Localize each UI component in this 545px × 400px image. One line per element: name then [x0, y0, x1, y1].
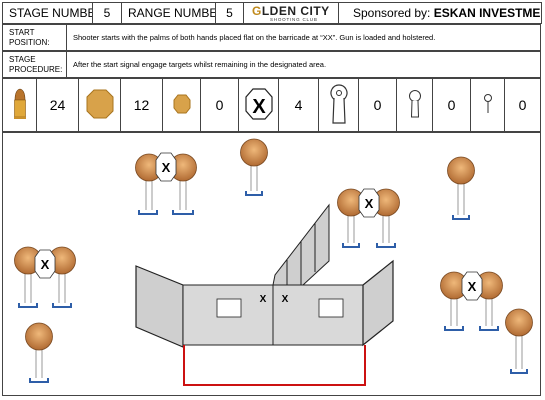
- small-steel-plate-icon: [162, 78, 201, 132]
- start-position-text: Shooter starts with the palms of both ha…: [66, 24, 541, 51]
- large-steel-plate-count: 12: [120, 78, 163, 132]
- medium-popper-count: 0: [432, 78, 471, 132]
- sponsor-label: Sponsored by:: [353, 6, 431, 20]
- target-count-table: 24 12 0 X 4: [2, 78, 541, 132]
- stage-procedure-row: STAGE PROCEDURE: After the start signal …: [2, 51, 541, 78]
- stage-diagram-drawing: X X: [14, 138, 533, 386]
- barricade-port: [216, 298, 242, 318]
- barricade-port: [318, 298, 344, 318]
- stage-procedure-text: After the start signal engage targets wh…: [66, 51, 541, 78]
- sponsor-name: ESKAN INVESTMENTS: [433, 6, 541, 20]
- target-array-a: X: [135, 152, 197, 215]
- club-logo: GLDEN CITY SHOOTING CLUB: [243, 2, 339, 24]
- no-shoot-target: [155, 152, 177, 182]
- start-mark-left: X: [260, 294, 267, 305]
- svg-text:X: X: [252, 96, 266, 118]
- small-popper-icon: [470, 78, 505, 132]
- small-popper-count: 0: [504, 78, 541, 132]
- target-single-right-top: [447, 156, 475, 220]
- no-shoot-target: [461, 271, 483, 301]
- no-shoot-count: 4: [278, 78, 319, 132]
- medium-popper-icon: [396, 78, 433, 132]
- stage-diagram: X X: [2, 132, 541, 396]
- steel-plate: [25, 322, 53, 351]
- steel-plate: [505, 308, 533, 337]
- no-shoot-mark: X: [468, 279, 477, 294]
- no-shoot-mark: X: [365, 196, 374, 211]
- start-position-row: START POSITION: Shooter starts with the …: [2, 24, 541, 51]
- barricade-walls: X X: [135, 203, 394, 348]
- start-mark-right: X: [282, 294, 289, 305]
- stage-number-label: STAGE NUMBER:: [2, 2, 93, 24]
- no-shoot-target: [34, 249, 56, 279]
- large-steel-plate-icon: [78, 78, 121, 132]
- range-number-label: RANGE NUMBER:: [121, 2, 216, 24]
- sponsor-cell: Sponsored by: ESKAN INVESTMENTS: [338, 2, 542, 24]
- no-shoot-target: [358, 188, 380, 218]
- large-popper-count: 0: [358, 78, 397, 132]
- shooting-area-boundary: [183, 345, 366, 386]
- target-array-c: X: [14, 246, 76, 308]
- bullet-icon: [2, 78, 37, 132]
- stage-number-value: 5: [92, 2, 122, 24]
- steel-plate: [240, 138, 268, 167]
- small-steel-plate-count: 0: [200, 78, 239, 132]
- stage-procedure-label: STAGE PROCEDURE:: [2, 51, 67, 78]
- no-shoot-icon: X: [238, 78, 279, 132]
- large-popper-icon: [318, 78, 359, 132]
- range-number-value: 5: [215, 2, 244, 24]
- steel-plate: [447, 156, 475, 185]
- target-single-right-bottom: [505, 308, 533, 374]
- header-row: STAGE NUMBER: 5 RANGE NUMBER: 5 GLDEN CI…: [2, 2, 542, 24]
- start-position-label: START POSITION:: [2, 24, 67, 51]
- target-array-d: X: [440, 271, 503, 331]
- no-shoot-mark: X: [162, 160, 171, 175]
- club-logo-subtitle: SHOOTING CLUB: [270, 17, 318, 22]
- target-single-left-bottom: [25, 322, 53, 383]
- club-logo-title: GLDEN CITY: [252, 4, 330, 18]
- stage-briefing-sheet: STAGE NUMBER: 5 RANGE NUMBER: 5 GLDEN CI…: [2, 2, 542, 396]
- target-single-top: [240, 138, 268, 196]
- target-array-b: X: [337, 188, 400, 248]
- no-shoot-mark: X: [41, 257, 50, 272]
- bullet-count: 24: [36, 78, 79, 132]
